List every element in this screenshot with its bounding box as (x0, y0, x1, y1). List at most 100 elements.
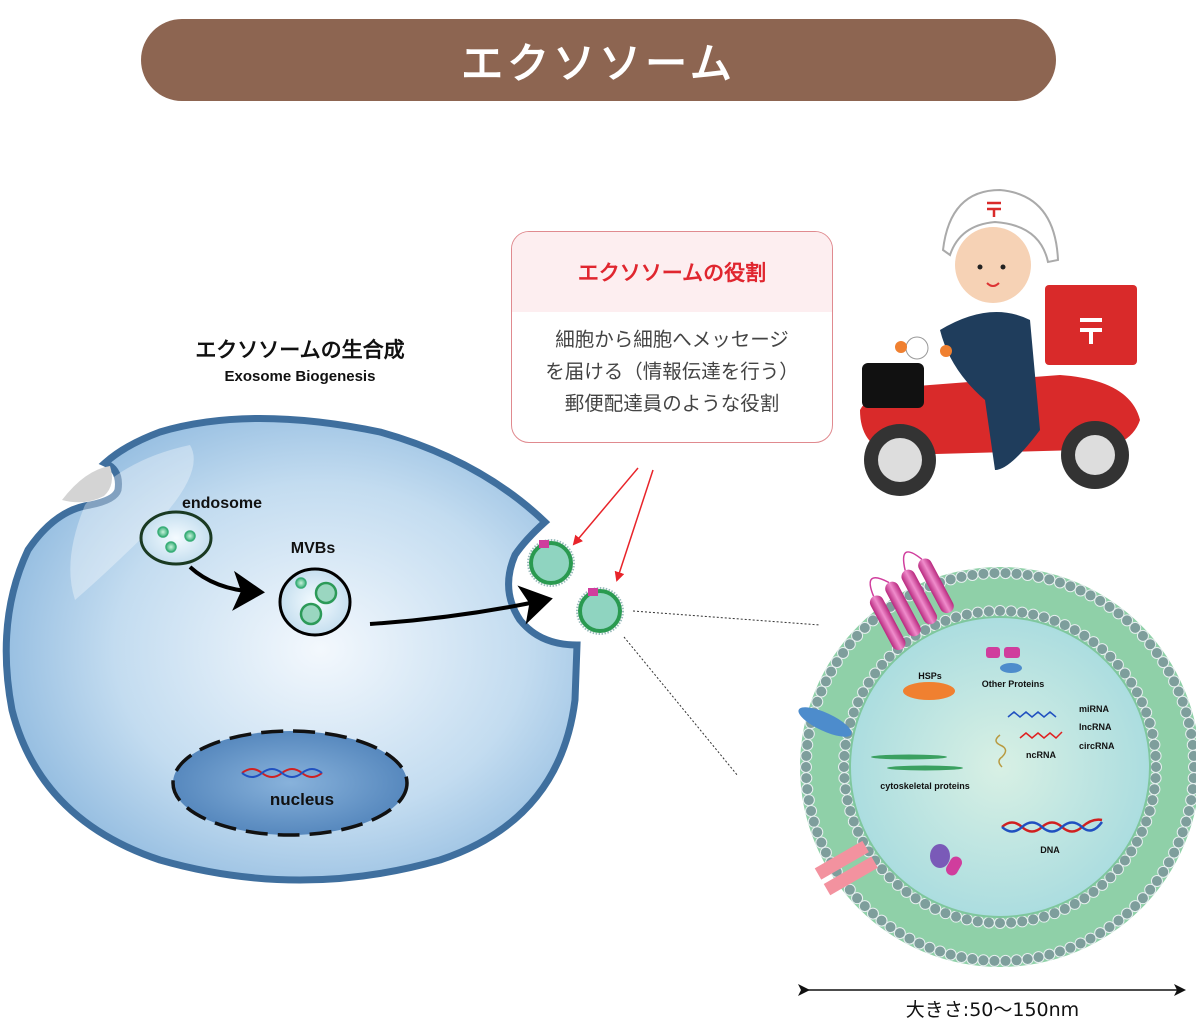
lipid-head (1058, 619, 1071, 632)
lipid-head (1078, 892, 1091, 905)
inner-lipid-heads (838, 605, 1162, 929)
hsp-shape (903, 682, 955, 700)
lipid-head (966, 953, 979, 966)
lipid-head (929, 902, 942, 915)
lipid-head (838, 761, 850, 773)
lipid-head (960, 608, 973, 621)
lipid-head (999, 954, 1012, 967)
dna-label: DNA (1040, 845, 1060, 855)
lipid-head (1149, 749, 1162, 762)
lipid-head (1084, 589, 1097, 602)
lncrna-label: lncRNA (1079, 722, 1112, 732)
lipid-head (801, 783, 814, 796)
lipid-head (838, 772, 851, 785)
lipid-head (811, 695, 824, 708)
lipid-head (1150, 761, 1162, 773)
ncrna-strand (995, 734, 1007, 768)
lipid-head (1074, 937, 1087, 950)
lipid-head (1087, 636, 1100, 649)
lipid-head (939, 907, 952, 920)
lipid-head (883, 650, 896, 663)
mailbox-on-scooter (1045, 285, 1137, 365)
cytoskeletal-proteins-label: cytoskeletal proteins (880, 781, 970, 791)
lipid-head (1032, 570, 1045, 583)
lipid-head (1172, 685, 1185, 698)
lipid-head (851, 892, 864, 905)
lipid-head (883, 871, 896, 884)
lipid-head (869, 667, 882, 680)
lipid-head (1150, 646, 1163, 659)
arrow-endosome-to-mvb (188, 565, 265, 611)
lipid-head (1058, 902, 1071, 915)
lipid-head (950, 910, 963, 923)
lipid-head (875, 914, 888, 927)
pointer-arrow-2 (614, 469, 654, 582)
circrna-label: circRNA (1079, 741, 1115, 751)
lipid-head (1182, 717, 1195, 730)
lipid-head (1027, 608, 1040, 621)
lipid-head (844, 804, 857, 817)
lipid-head (1005, 605, 1018, 618)
lipid-head (999, 567, 1012, 580)
lipid-head (884, 921, 897, 934)
lipid-head (1084, 932, 1097, 945)
endosome-label: endosome (182, 495, 262, 512)
role-box-body: 細胞から細胞へメッセージ を届ける（情報伝達を行う） 郵便配達員のような役割 (512, 312, 832, 420)
lipid-head (819, 846, 832, 859)
lncrna-strand (1019, 731, 1063, 740)
lipid-head (1121, 614, 1134, 627)
channel-protein-pink (814, 840, 878, 896)
lipid-head (800, 749, 813, 762)
banner-title: エクソソーム (461, 38, 736, 88)
lipid-head (1176, 826, 1189, 839)
other-proteins-label: Other Proteins (982, 679, 1045, 689)
nucleus (171, 729, 409, 837)
lipid-head (1048, 907, 1061, 920)
mirna-strand (1007, 711, 1057, 718)
role-box-title: エクソソームの役割 (577, 261, 767, 285)
lipid-head (982, 916, 995, 929)
lipid-head (982, 605, 995, 618)
lipid-head (971, 915, 984, 928)
arrow-mvb-to-release (369, 585, 553, 626)
lipid-head (1143, 717, 1156, 730)
role-line-1: 細胞から細胞へメッセージ (555, 328, 789, 351)
lipid-head (837, 646, 850, 659)
size-label: 大きさ:50〜150nm (905, 999, 1080, 1021)
role-line-2: を届ける（情報伝達を行う） (545, 360, 799, 383)
lipid-head (1148, 738, 1161, 751)
lipid-head (1037, 910, 1050, 923)
lipid-head (1188, 761, 1196, 773)
lipid-head (843, 883, 856, 896)
lipid-head (1187, 749, 1196, 762)
membrane-indent (62, 466, 112, 503)
lipid-head (1146, 794, 1159, 807)
zoom-line-top (632, 610, 821, 626)
lipid-head (1135, 696, 1148, 709)
lipid-head (1121, 907, 1134, 920)
lipid-head (1144, 638, 1157, 651)
lipid-head (1149, 772, 1162, 785)
lipid-head (1143, 804, 1156, 817)
lipid-head (1162, 665, 1175, 678)
lipid-head (1129, 900, 1142, 913)
lipid-head (994, 917, 1006, 929)
lipid-head (858, 621, 871, 634)
lipid-head (815, 836, 828, 849)
lipid-head (919, 897, 932, 910)
lipid-head (893, 927, 906, 940)
dna-icon-exosome (1001, 818, 1104, 833)
lipid-head (913, 937, 926, 950)
lipid-head (977, 954, 990, 967)
lipid-head (1172, 836, 1185, 849)
lipid-head (1053, 576, 1066, 589)
lipid-head (1043, 573, 1056, 586)
lipid-head (971, 606, 984, 619)
lipid-head (909, 892, 922, 905)
lipid-head (1182, 804, 1195, 817)
lipid-head (1125, 845, 1138, 858)
lipid-head (923, 941, 936, 954)
other-protein-2 (1004, 647, 1020, 658)
lipid-head (1157, 865, 1170, 878)
lipid-head (955, 951, 968, 964)
